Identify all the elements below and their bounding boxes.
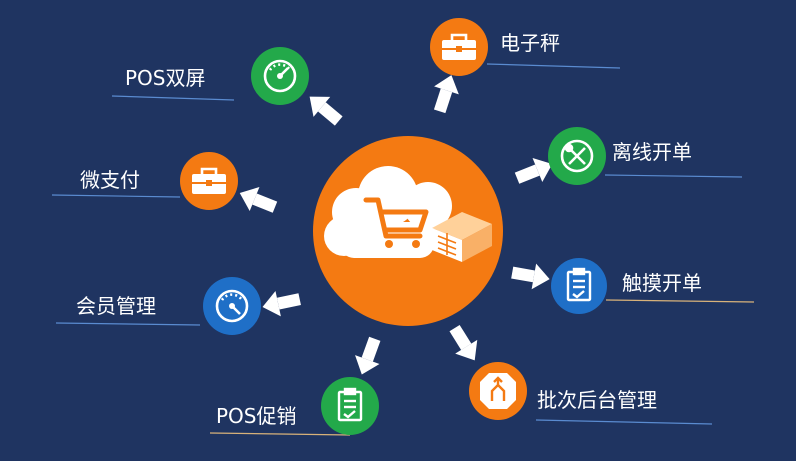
underline-member-management [55, 322, 201, 326]
arrow-to-wechat-pay [239, 186, 278, 213]
cloud-shopping-cart-icon [324, 166, 492, 262]
arrow-to-offline-order [514, 157, 553, 184]
underline-wechat-pay [51, 194, 181, 198]
underline-electronic-scale [486, 63, 621, 69]
label-offline-order: 离线开单 [612, 140, 692, 164]
connector-arrows [239, 75, 553, 375]
tools-icon [560, 139, 594, 173]
underline-pos-dual-screen [111, 95, 235, 101]
checklist-icon [337, 387, 363, 422]
label-member-management: 会员管理 [76, 294, 156, 318]
label-pos-dual-screen: POS双屏 [125, 66, 206, 90]
feature-icon-touch-order [551, 258, 607, 314]
feature-icon-electronic-scale [430, 18, 488, 76]
label-touch-order: 触摸开单 [622, 271, 702, 295]
label-wechat-pay: 微支付 [80, 168, 140, 192]
feature-icon-batch-backend-management [469, 362, 527, 420]
toolbox-icon [442, 33, 476, 60]
arrow-to-touch-order [511, 263, 550, 290]
feature-icon-pos-promotion [321, 377, 379, 435]
toolbox-icon [192, 167, 226, 194]
underline-batch-backend-management [535, 419, 713, 425]
checklist-icon [566, 267, 592, 302]
arrow-to-pos-promotion [355, 336, 381, 375]
feature-icon-offline-order [548, 127, 606, 185]
underline-offline-order [604, 174, 743, 178]
merge-arrows-icon [480, 373, 516, 409]
underline-touch-order [605, 299, 755, 303]
arrow-to-pos-dual-screen [309, 96, 343, 126]
label-batch-backend-management: 批次后台管理 [537, 388, 657, 412]
label-underlines [51, 63, 755, 436]
feature-icon-pos-dual-screen [251, 47, 309, 105]
label-pos-promotion: POS促销 [216, 404, 297, 428]
feature-icon-member-management [203, 277, 261, 335]
center-hub [313, 136, 503, 326]
arrow-to-batch-backend-management [449, 324, 478, 361]
underline-pos-promotion [209, 432, 351, 436]
label-electronic-scale: 电子秤 [500, 31, 560, 55]
arrow-to-electronic-scale [433, 75, 459, 114]
feature-icon-wechat-pay [180, 152, 238, 210]
arrow-to-member-management [262, 290, 301, 317]
